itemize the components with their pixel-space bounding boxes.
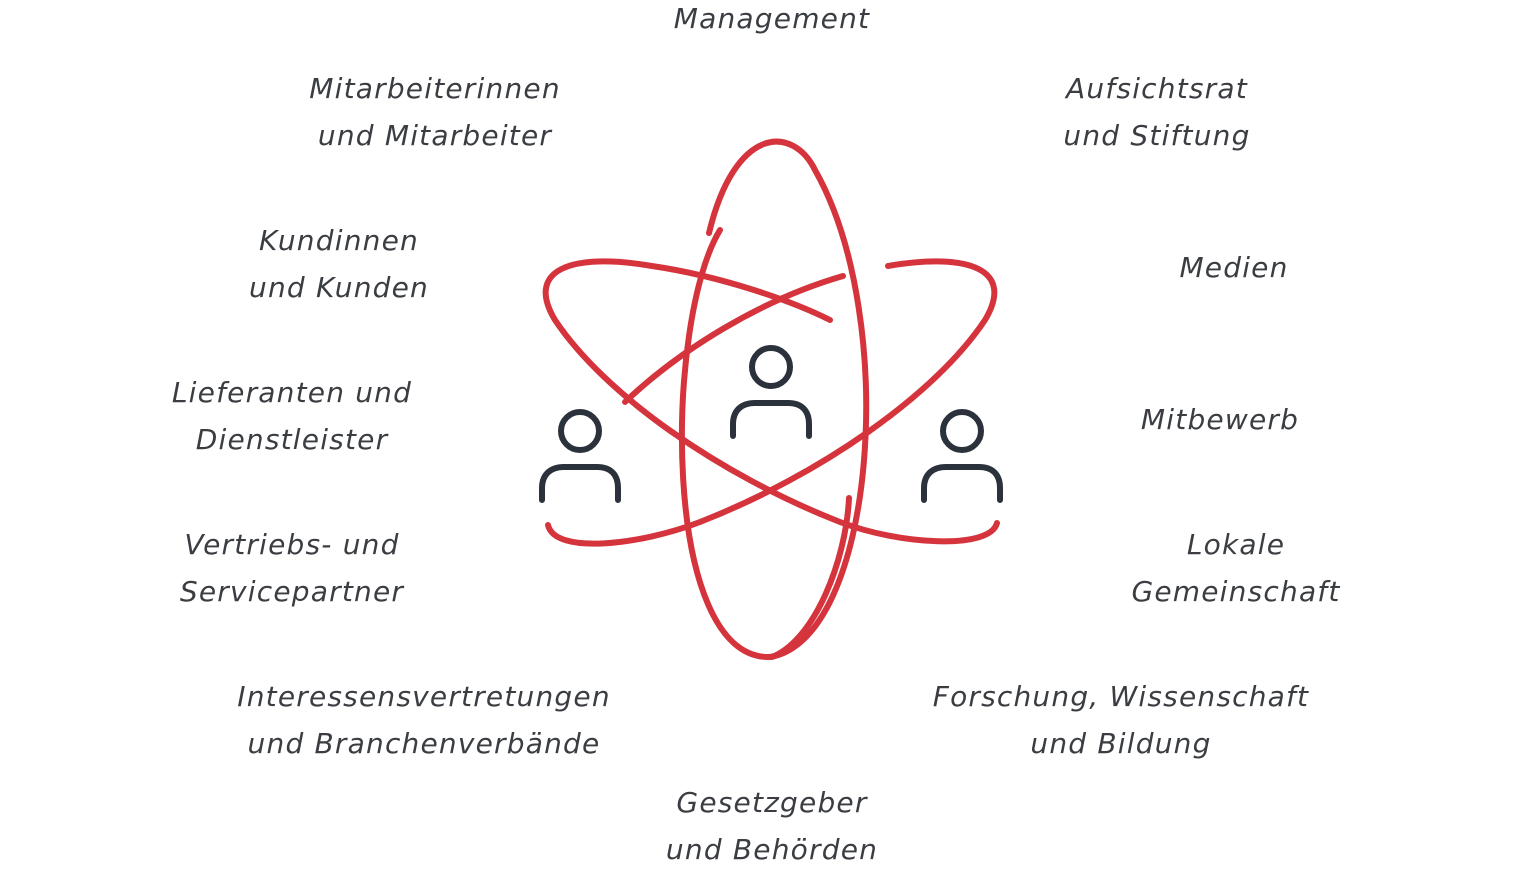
label-line: Mitbewerb — [1140, 403, 1300, 436]
label-line: Dienstleister — [195, 423, 389, 456]
label-line: und Mitarbeiter — [317, 119, 553, 152]
label-lieferanten: Lieferanten und Dienstleister — [172, 369, 412, 463]
label-line: Gesetzgeber — [676, 786, 868, 819]
label-management: Management — [674, 0, 870, 42]
diagonal-orbit-rising — [545, 258, 998, 547]
label-line: Gemeinschaft — [1131, 575, 1341, 608]
label-vertriebspartner: Vertriebs- und Servicepartner — [180, 521, 404, 615]
label-line: Kundinnen — [259, 224, 419, 257]
inner-orbit-lower — [769, 495, 852, 660]
label-mitarbeiter: Mitarbeiterinnen und Mitarbeiter — [309, 65, 561, 159]
label-line: Vertriebs- und — [184, 528, 400, 561]
label-line: und Behörden — [665, 833, 879, 866]
inner-orbit-left — [622, 273, 846, 405]
person-icon-center — [730, 345, 812, 439]
label-line: Management — [673, 2, 871, 35]
label-lokale-gemeinschaft: Lokale Gemeinschaft — [1131, 521, 1340, 615]
person-icon-left — [539, 409, 621, 503]
label-mitbewerb: Mitbewerb — [1141, 396, 1299, 443]
label-interessensvertretungen: Interessensvertretungen und Branchenverb… — [237, 673, 611, 767]
label-medien: Medien — [1179, 244, 1288, 291]
vertical-orbit — [678, 138, 870, 661]
label-line: Mitarbeiterinnen — [309, 72, 561, 105]
label-forschung: Forschung, Wissenschaft und Bildung — [933, 673, 1309, 767]
diagonal-orbit-falling — [542, 258, 1000, 545]
label-line: Aufsichtsrat — [1066, 72, 1248, 105]
label-line: Servicepartner — [179, 575, 405, 608]
label-line: und Kunden — [248, 271, 430, 304]
label-line: und Stiftung — [1063, 119, 1251, 152]
label-line: und Branchenverbände — [247, 727, 601, 760]
label-line: Forschung, Wissenschaft — [932, 680, 1310, 713]
label-kunden: Kundinnen und Kunden — [249, 217, 429, 311]
label-line: Medien — [1179, 251, 1289, 284]
label-line: Lokale — [1186, 528, 1286, 561]
label-line: Lieferanten und — [171, 376, 413, 409]
label-line: und Bildung — [1030, 727, 1212, 760]
label-aufsichtsrat: Aufsichtsrat und Stiftung — [1063, 65, 1250, 159]
label-line: Interessensvertretungen — [237, 680, 611, 713]
person-icon-right — [921, 409, 1003, 503]
label-gesetzgeber: Gesetzgeber und Behörden — [666, 779, 878, 873]
